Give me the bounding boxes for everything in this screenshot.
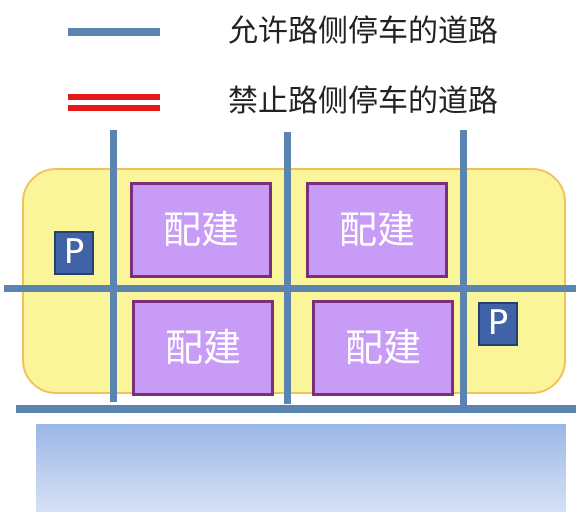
legend-label-allowed: 允许路侧停车的道路	[228, 14, 498, 49]
building-top-left: 配建	[130, 182, 272, 278]
parking-sign-icon: P	[478, 302, 518, 346]
building-label: 配建	[338, 208, 415, 252]
legend-label-forbidden: 禁止路侧停车的道路	[228, 84, 498, 119]
legend-item-allowed: 允许路侧停车的道路	[0, 12, 576, 52]
building-bottom-left: 配建	[132, 300, 274, 396]
building-top-right: 配建	[306, 182, 448, 278]
forbidden-road-symbol	[68, 90, 160, 114]
road-vertical-left	[110, 130, 117, 402]
allowed-road-symbol	[68, 28, 160, 36]
forbidden-road-line-bottom	[68, 105, 160, 111]
road-vertical-center	[284, 132, 291, 404]
forbidden-road-line-top	[68, 94, 160, 100]
building-bottom-right: 配建	[312, 300, 454, 396]
building-label: 配建	[344, 326, 421, 370]
road-vertical-right	[460, 130, 467, 406]
building-label: 配建	[164, 326, 241, 370]
city-block-area	[22, 168, 566, 394]
blue-area-panel	[36, 424, 566, 512]
road-horizontal-bottom	[16, 405, 576, 413]
building-label: 配建	[162, 208, 239, 252]
legend-item-forbidden: 禁止路侧停车的道路	[0, 82, 576, 122]
parking-sign-icon: P	[54, 231, 94, 275]
